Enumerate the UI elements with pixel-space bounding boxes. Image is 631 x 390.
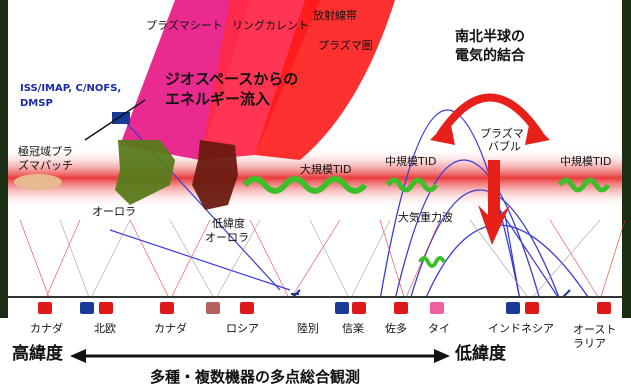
- station-marker-indonesia: [525, 302, 539, 314]
- station-marker-canada-1: [38, 302, 52, 314]
- station-marker-nordic: [99, 302, 113, 314]
- latitude-double-arrow: [70, 349, 450, 363]
- axis-low-lat: 低緯度: [455, 344, 506, 364]
- satellite-icon: [112, 112, 130, 124]
- field-line-mid: [394, 159, 541, 301]
- station-marker-nordic-radar: [80, 302, 94, 314]
- label-medium-tid-left: 中規模TID: [385, 155, 437, 168]
- station-marker-shigaraki: [352, 302, 366, 314]
- station-marker-russia-1: [206, 302, 220, 314]
- station-marker-australia: [597, 302, 611, 314]
- label-gravity-wave: 大気重力波: [398, 211, 453, 224]
- medium-tid-wave-right: [557, 177, 611, 193]
- observation-rays-grey: [59, 219, 601, 301]
- gravity-wave-shape: [418, 256, 446, 268]
- station-label-8: インドネシア: [488, 322, 554, 335]
- plasma-bubble-arrow: [478, 160, 510, 245]
- label-aurora: オーロラ: [92, 205, 136, 218]
- aurora-curtain: [115, 140, 175, 205]
- ring-current-lobe: [200, 0, 320, 160]
- station-marker-canada-2: [160, 302, 174, 314]
- hemisphere-arrow-head-right: [525, 120, 550, 145]
- label-geospace-inflow-1: ジオスペースからの: [165, 70, 299, 88]
- station-label-5: 信楽: [342, 322, 364, 335]
- station-label-4: 陸別: [297, 322, 319, 335]
- diagram-svg: [8, 0, 626, 306]
- radiation-belt-lobe: [255, 0, 395, 160]
- polar-patch-blob: [14, 174, 62, 190]
- label-plasma-sheet: プラズマシート: [146, 19, 223, 32]
- caption: 多種・複数機器の多点総合観測: [150, 368, 361, 386]
- label-ring-current: リングカレント: [232, 19, 309, 32]
- station-marker-russia-2: [240, 302, 254, 314]
- sat-link-2: [109, 229, 291, 291]
- label-radiation-belt: 放射線帯: [313, 9, 357, 22]
- axis-high-lat: 高緯度: [12, 344, 63, 364]
- station-label-2: カナダ: [154, 322, 187, 335]
- low-lat-aurora-curtain: [192, 140, 238, 210]
- label-hemisphere-2: 電気的結合: [455, 48, 525, 64]
- label-plasma-bubble-2: バブル: [488, 140, 521, 153]
- satellite-orbit-line: [84, 99, 146, 141]
- station-label-3: ロシア: [226, 322, 259, 335]
- hemisphere-arrow-head-left: [430, 120, 455, 145]
- label-satellites-1: ISS/IMAP, C/NOFS,: [20, 83, 122, 94]
- plasma-sheet-lobe: [120, 0, 250, 160]
- label-satellites-2: DMSP: [20, 98, 53, 109]
- bubble-link-1: [499, 209, 561, 301]
- label-low-lat-aurora-2: オーロラ: [205, 231, 249, 244]
- station-marker-shigaraki-radar: [335, 302, 349, 314]
- station-label-0: カナダ: [30, 322, 63, 335]
- ionosphere-band: [8, 148, 622, 208]
- label-polar-patch-2: ズマパッチ: [18, 159, 73, 172]
- label-hemisphere-1: 南北半球の: [455, 29, 525, 45]
- station-marker-sata: [394, 302, 408, 314]
- label-polar-patch-1: 極冠域プラ: [18, 145, 73, 158]
- station-marker-indonesia-radar: [506, 302, 520, 314]
- station-marker-thai: [430, 302, 444, 314]
- field-line-lowest: [424, 224, 591, 301]
- label-plasma-bubble-1: プラズマ: [480, 127, 524, 140]
- field-line-inner: [409, 189, 561, 301]
- station-label-9: オースト ラリア: [573, 323, 617, 351]
- observation-rays: [19, 219, 626, 301]
- label-low-lat-aurora-1: 低緯度: [212, 217, 245, 230]
- station-label-1: 北欧: [94, 322, 116, 335]
- label-plasmasphere: プラズマ圏: [318, 39, 373, 52]
- station-label-7: タイ: [428, 322, 450, 335]
- label-geospace-inflow-2: エネルギー流入: [165, 90, 271, 108]
- large-tid-wave: [242, 176, 368, 194]
- label-large-tid: 大規模TID: [300, 163, 352, 176]
- bottom-panel: [0, 318, 631, 390]
- hemisphere-arrow: [436, 93, 544, 138]
- station-label-6: 佐多: [385, 322, 407, 335]
- medium-tid-wave-left: [385, 177, 439, 193]
- bubble-link-2: [504, 214, 521, 301]
- label-medium-tid-right: 中規模TID: [560, 155, 612, 168]
